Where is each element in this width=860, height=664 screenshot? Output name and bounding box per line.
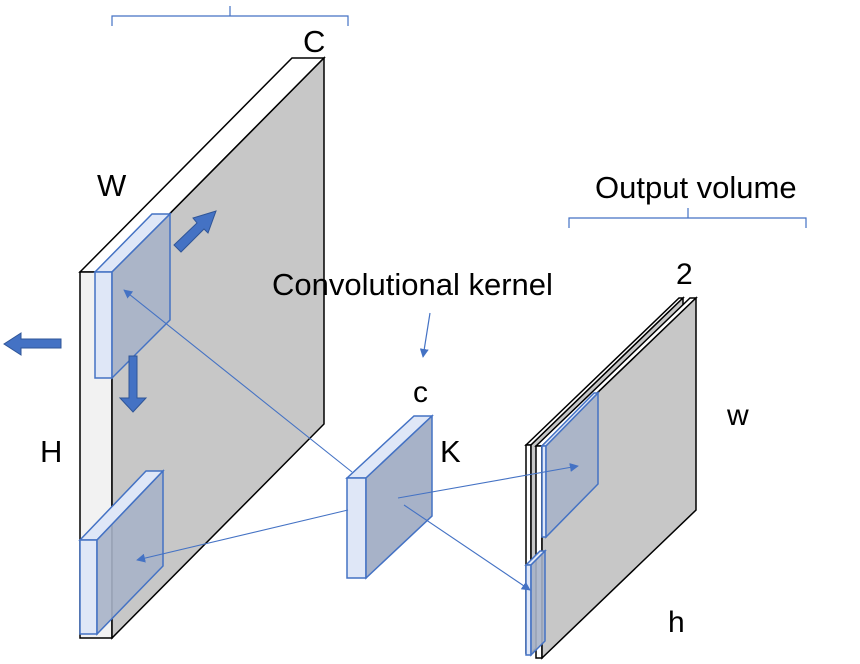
receptive-window-top xyxy=(93,212,172,380)
move-down-arrow-icon xyxy=(118,355,148,413)
connector-kernel-to-input-top xyxy=(123,289,353,473)
kernel-channels-label: c xyxy=(413,376,428,409)
kernel-title: Convolutional kernel xyxy=(272,267,553,302)
output-height-label: h xyxy=(668,606,685,639)
move-right-arrow-icon xyxy=(173,210,217,253)
input-volume: C W H xyxy=(3,6,349,640)
kernel-side xyxy=(346,477,367,579)
output-width-label: w xyxy=(726,399,749,432)
kernel-size-label: K xyxy=(440,434,461,469)
kernel-pointer xyxy=(419,312,431,358)
connector-kernel-to-output-bottom xyxy=(403,504,531,591)
output-volume: Output volume 2 w h xyxy=(524,170,807,660)
input-channels-label: C xyxy=(303,24,325,59)
connector-kernel-to-input-bottom xyxy=(136,509,349,563)
move-left-arrow-icon xyxy=(3,332,62,356)
connectors xyxy=(123,289,579,591)
output-depth-brace xyxy=(568,208,807,228)
kernel-front xyxy=(365,414,433,580)
kernel: c K Convolutional kernel xyxy=(272,267,553,580)
input-depth-brace xyxy=(111,6,349,26)
input-width-label: W xyxy=(97,168,127,203)
output-cell-bottom xyxy=(524,549,547,657)
output-depth-label: 2 xyxy=(676,258,693,291)
input-height-label: H xyxy=(40,434,62,469)
connector-kernel-to-output-top xyxy=(397,462,579,499)
output-title: Output volume xyxy=(595,170,797,205)
receptive-window-bottom xyxy=(78,469,165,636)
